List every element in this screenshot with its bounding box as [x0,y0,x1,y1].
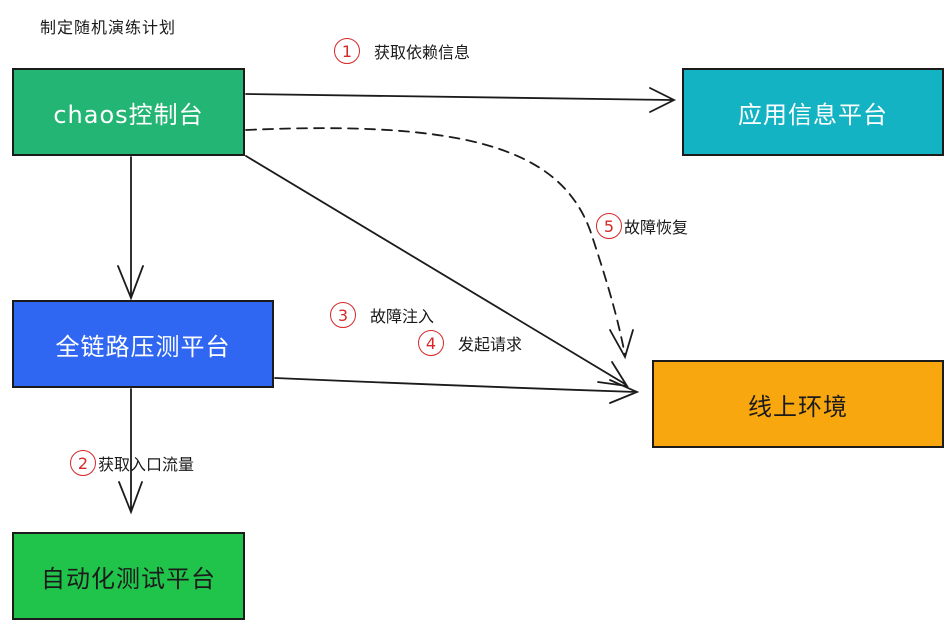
step-label: 获取依赖信息 [374,43,471,62]
node-online-environment: 线上环境 [652,360,944,448]
node-app-info-platform: 应用信息平台 [682,68,944,156]
step-label: 获取入口流量 [98,455,195,474]
arrow-chaos-to-app-info [245,87,677,113]
arrow-chaos-to-stress [117,156,144,301]
arrow-chaos-to-online-dashed [245,127,626,356]
node-chaos-label: chaos控制台 [53,100,204,129]
step-number: 1 [334,38,360,64]
node-stress-test-platform: 全链路压测平台 [12,300,274,388]
arrow-stress-to-online [274,377,640,404]
node-auto-test-label: 自动化测试平台 [41,564,216,593]
node-auto-test-platform: 自动化测试平台 [12,532,245,620]
step-label: 故障注入 [370,307,435,326]
step-2: 2 获取入口流量 [70,450,194,476]
step-label: 故障恢复 [624,218,689,237]
node-app-info-label: 应用信息平台 [738,100,888,129]
arrow-chaos-to-online [245,155,629,388]
step-3: 3 故障注入 [330,302,434,328]
diagram-title: 制定随机演练计划 [40,18,177,37]
step-number: 2 [70,450,96,476]
step-number: 4 [418,330,444,356]
step-number: 3 [330,302,356,328]
step-1: 1 获取依赖信息 [334,38,470,64]
node-online-label: 线上环境 [748,392,848,421]
step-4: 4 发起请求 [418,330,522,356]
step-label: 发起请求 [458,335,523,354]
step-number: 5 [596,213,622,239]
node-chaos-console: chaos控制台 [12,68,245,156]
step-5: 5 故障恢复 [596,213,688,239]
arrowhead-dashed [609,329,634,360]
arrow-stress-to-auto-test [118,388,143,515]
node-stress-label: 全链路压测平台 [55,332,231,361]
